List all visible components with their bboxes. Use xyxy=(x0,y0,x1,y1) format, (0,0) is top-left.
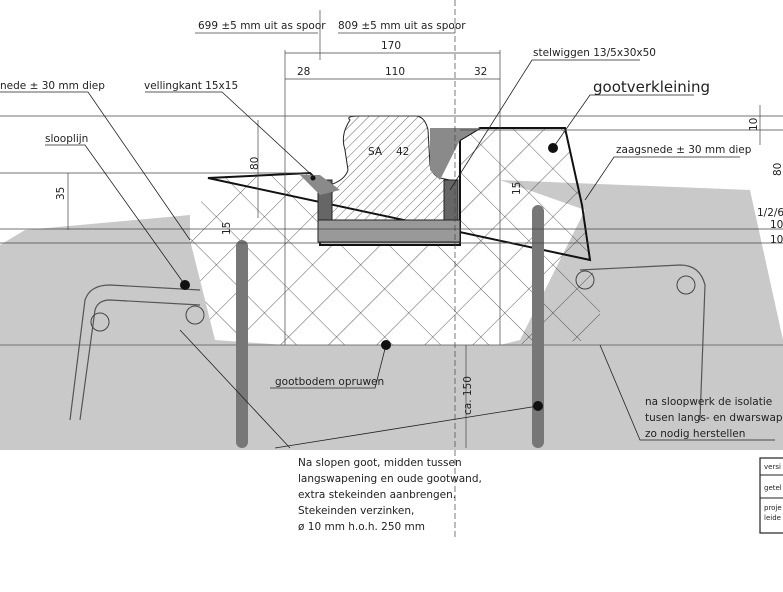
layer-10-a-dim: 10 xyxy=(770,219,783,231)
svg-text:Na slopen goot, midden tussen: Na slopen goot, midden tussen xyxy=(298,457,462,469)
channel-bottom-label: gootbodem opruwen xyxy=(275,376,384,388)
mid-width-dim: 110 xyxy=(385,66,405,78)
rail-type-label: SA xyxy=(368,146,383,158)
leader-dots xyxy=(180,143,558,411)
svg-text:tusen langs- en dwarswap: tusen langs- en dwarswap xyxy=(645,412,783,424)
saw-cut-left-label: nede ± 30 mm diep xyxy=(0,80,105,92)
right-width-dim: 32 xyxy=(474,66,487,78)
drawing-title: gootverkleining xyxy=(593,78,710,96)
svg-text:extra stekeinden aanbrengen.: extra stekeinden aanbrengen. xyxy=(298,489,456,501)
height-80-right-dim: 80 xyxy=(772,163,783,176)
svg-text:Stekeinden verzinken,: Stekeinden verzinken, xyxy=(298,505,414,517)
height-80-left-dim: 80 xyxy=(249,157,261,170)
slope-dim: 1/2/6 xyxy=(757,207,783,219)
svg-text:zo nodig herstellen: zo nodig herstellen xyxy=(645,428,745,440)
rail-number-label: 42 xyxy=(396,146,409,158)
title-block: versi getel proje leide xyxy=(759,457,783,534)
saw-cut-right-label: zaagsnede ± 30 mm diep xyxy=(616,144,752,156)
svg-text:getel: getel xyxy=(764,484,782,492)
layer-10-b-dim: 10 xyxy=(770,234,783,246)
top-10-dim: 10 xyxy=(748,118,760,131)
total-width-dim: 170 xyxy=(381,40,401,52)
leader-lines xyxy=(0,59,775,449)
svg-text:leide: leide xyxy=(764,514,781,522)
svg-text:versi: versi xyxy=(764,463,781,471)
height-35-dim: 35 xyxy=(55,187,67,200)
offset-right-dim: 809 ±5 mm uit as spoor xyxy=(338,20,466,32)
svg-text:proje: proje xyxy=(764,504,782,512)
depth-15-left-dim: 15 xyxy=(221,222,233,235)
svg-text:langswapening en oude gootwand: langswapening en oude gootwand, xyxy=(298,473,482,485)
svg-text:ø 10 mm h.o.h. 250 mm: ø 10 mm h.o.h. 250 mm xyxy=(298,521,425,533)
construction-lines xyxy=(0,0,783,540)
svg-text:na sloopwerk de isolatie: na sloopwerk de isolatie xyxy=(645,396,772,408)
chamfer-label: vellingkant 15x15 xyxy=(144,80,238,92)
insulation-note: na sloopwerk de isolatie tusen langs- en… xyxy=(645,396,783,440)
rail-profile: SA 42 xyxy=(300,115,480,243)
reinforcement xyxy=(69,205,706,448)
offset-left-dim: 699 ±5 mm uit as spoor xyxy=(198,20,326,32)
wedges-label: stelwiggen 13/5x30x50 xyxy=(533,47,656,59)
dowels-note: Na slopen goot, midden tussen langswapen… xyxy=(298,457,482,533)
left-width-dim: 28 xyxy=(297,66,310,78)
depth-15-right-dim: 15 xyxy=(511,182,523,195)
depth-150-dim: ca. 150 xyxy=(462,376,474,415)
demolition-line-label: slooplijn xyxy=(45,133,88,145)
